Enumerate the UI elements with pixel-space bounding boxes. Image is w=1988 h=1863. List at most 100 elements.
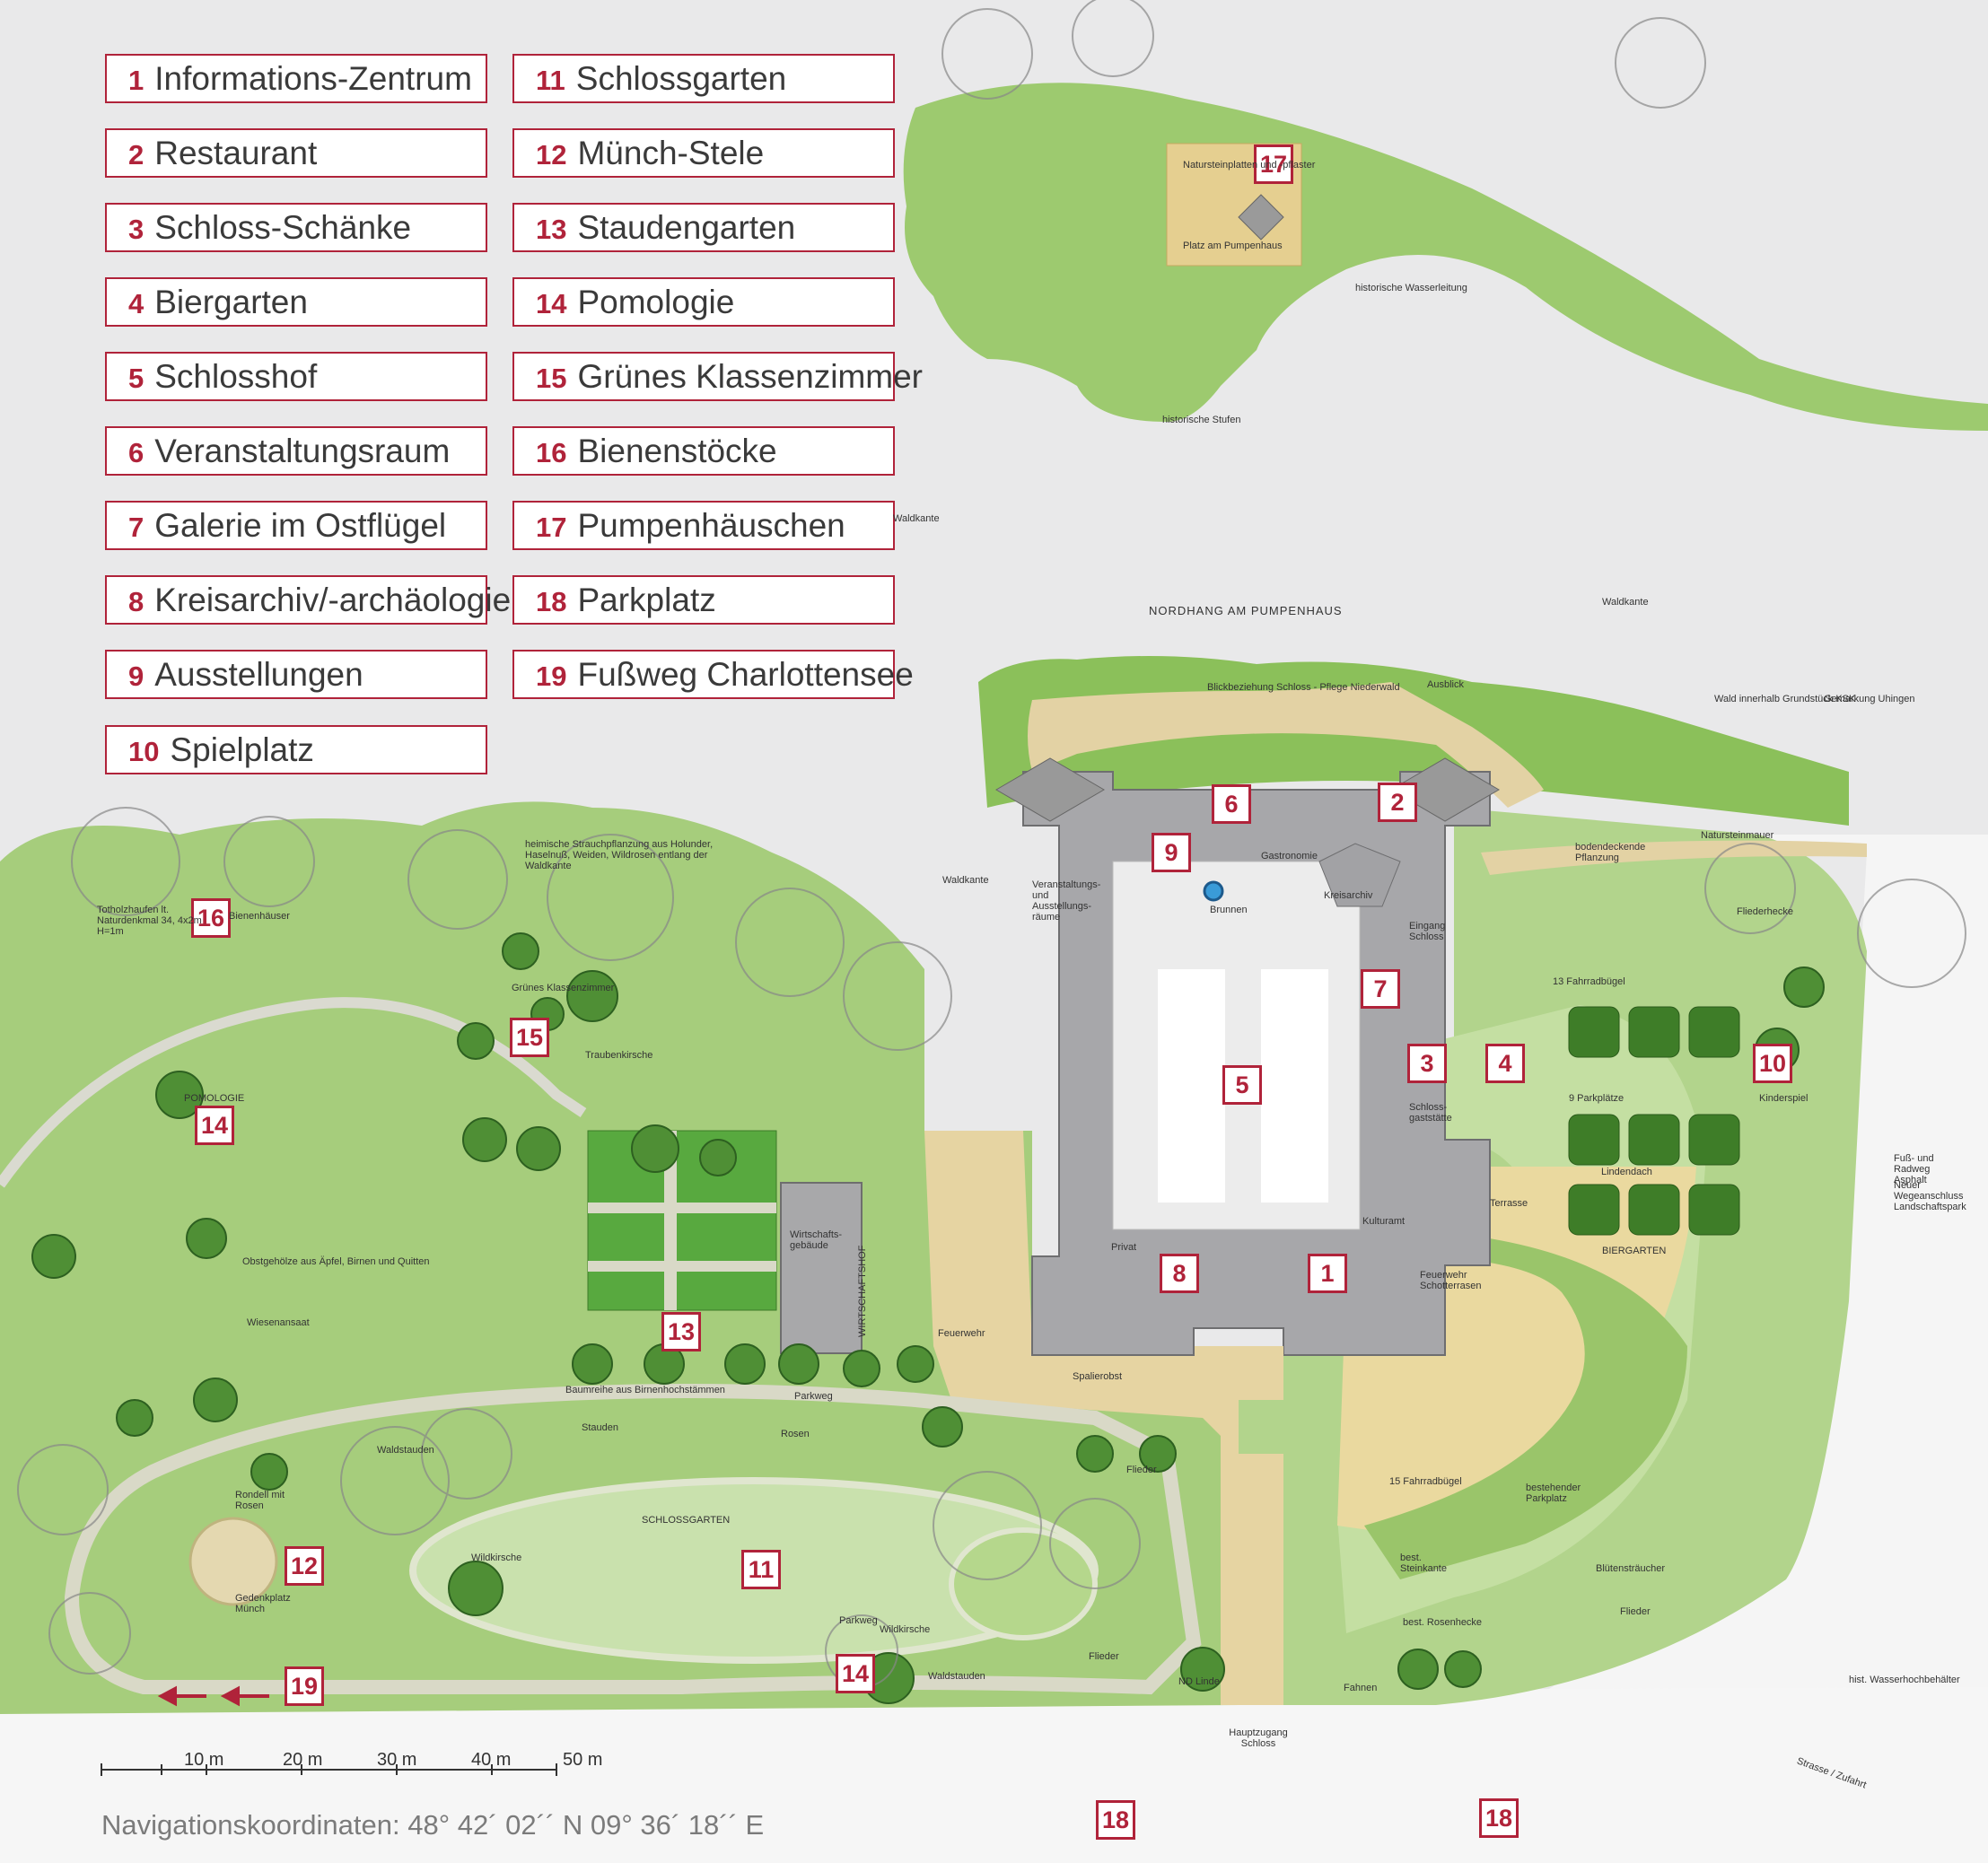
label-kinderspiel: Kinderspiel xyxy=(1759,1093,1808,1104)
marker-7[interactable]: 7 xyxy=(1361,969,1400,1009)
label-veranstaltungsraeume: Veranstaltungs- und Ausstellungs- räume xyxy=(1032,879,1101,923)
label-hauptzugang: Hauptzugang Schloss xyxy=(1229,1727,1288,1749)
parking-green-edge xyxy=(1364,1229,1687,1579)
marker-1[interactable]: 1 xyxy=(1308,1254,1347,1293)
label-parkplaetze: 9 Parkplätze xyxy=(1569,1093,1625,1104)
marker-12[interactable]: 12 xyxy=(285,1546,324,1586)
label-privat: Privat xyxy=(1111,1242,1137,1253)
marker-14[interactable]: 14 xyxy=(195,1106,234,1145)
marker-17[interactable]: 17 xyxy=(1254,144,1293,184)
label-obstgehoelze: Obstgehölze aus Äpfel, Birnen und Quitte… xyxy=(242,1256,430,1267)
label-wildkirsche-2: Wildkirsche xyxy=(880,1624,931,1635)
label-waldstauden-2: Waldstauden xyxy=(928,1671,985,1682)
label-schlossgaststaette: Schloss- gaststätte xyxy=(1409,1102,1452,1124)
label-pomologie: POMOLOGIE xyxy=(184,1093,245,1104)
label-waldkante-2: Waldkante xyxy=(1602,597,1649,608)
label-kulturamt: Kulturamt xyxy=(1362,1216,1406,1227)
navigation-coordinates: Navigationskoordinaten: 48° 42´ 02´´ N 0… xyxy=(101,1809,765,1841)
label-steinkante: best. Steinkante xyxy=(1400,1552,1447,1574)
label-nd-linde: ND Linde xyxy=(1178,1676,1220,1687)
marker-18-west[interactable]: 18 xyxy=(1096,1800,1135,1840)
pump-house-roof xyxy=(1238,194,1284,241)
scale-bar xyxy=(101,1763,557,1776)
kreisarchiv-tower xyxy=(1318,843,1401,907)
label-spalierobst: Spalierobst xyxy=(1073,1371,1123,1382)
label-fahnen: Fahnen xyxy=(1344,1683,1378,1693)
label-baumreihe: Baumreihe aus Birnenhochstämmen xyxy=(565,1385,725,1395)
marker-2[interactable]: 2 xyxy=(1378,783,1417,822)
scale-label-10: 10 m xyxy=(184,1750,224,1770)
label-feuerwehr-schotter: Feuerwehr Schotterrasen xyxy=(1420,1270,1482,1291)
label-eingang-schloss: Eingang Schloss xyxy=(1409,921,1446,942)
label-biergarten: BIERGARTEN xyxy=(1602,1246,1667,1256)
trees xyxy=(31,932,1825,1704)
marker-8[interactable]: 8 xyxy=(1160,1254,1199,1293)
staudengarten-beds xyxy=(587,1130,777,1311)
marker-16[interactable]: 16 xyxy=(191,898,231,938)
label-waldkante-3: Waldkante xyxy=(942,875,989,886)
courtyard-lawn-east xyxy=(1261,969,1328,1203)
marker-13[interactable]: 13 xyxy=(661,1312,701,1351)
label-wiesenansaat: Wiesenansaat xyxy=(247,1317,310,1328)
label-gedenkplatz: Gedenkplatz Münch xyxy=(235,1593,291,1614)
marker-3[interactable]: 3 xyxy=(1407,1044,1447,1083)
fussweg-arrows xyxy=(157,1685,269,1707)
marker-19[interactable]: 19 xyxy=(285,1666,324,1706)
marker-11[interactable]: 11 xyxy=(741,1550,781,1589)
marker-14-south[interactable]: 14 xyxy=(836,1654,875,1693)
label-historische-stufen: historische Stufen xyxy=(1162,415,1241,425)
marker-6[interactable]: 6 xyxy=(1212,784,1251,824)
scale-label-20: 20 m xyxy=(283,1750,323,1770)
label-parkweg-2: Parkweg xyxy=(839,1615,878,1626)
label-nordhang: NORDHANG AM PUMPENHAUS xyxy=(1149,604,1343,617)
label-historische-wasserleitung: historische Wasserleitung xyxy=(1355,283,1467,293)
label-totholzhaufen: Totholzhaufen lt. Naturdenkmal 34, 4x2m … xyxy=(97,905,202,937)
label-blickbeziehung: Blickbeziehung Schloss - Pflege Niederwa… xyxy=(1207,682,1400,693)
marker-18-east[interactable]: 18 xyxy=(1479,1798,1519,1838)
label-fahrradbuegel-13: 13 Fahrradbügel xyxy=(1553,976,1625,987)
marker-9[interactable]: 9 xyxy=(1152,833,1191,872)
label-parkweg-1: Parkweg xyxy=(794,1391,833,1402)
label-strauchpflanzung: heimische Strauchpflanzung aus Holunder,… xyxy=(525,839,714,871)
label-gemarkung: Gemarkung Uhingen xyxy=(1824,694,1915,704)
label-brunnen: Brunnen xyxy=(1210,905,1248,915)
label-gruenes-kz: Grünes Klassenzimmer xyxy=(512,983,615,993)
label-rosen: Rosen xyxy=(781,1429,810,1439)
garden-loop-path xyxy=(64,1384,1202,1695)
label-fuss-radweg: Fuß- und Radweg Asphalt xyxy=(1894,1153,1934,1185)
marker-5[interactable]: 5 xyxy=(1222,1065,1262,1105)
rondell xyxy=(188,1517,278,1606)
label-rondell: Rondell mit Rosen xyxy=(235,1490,285,1511)
label-ausblick: Ausblick xyxy=(1427,679,1464,690)
scale-label-50: 50 m xyxy=(563,1750,603,1770)
courtyard-lawn-west xyxy=(1158,969,1225,1203)
castle-tower-west xyxy=(995,757,1105,822)
biergarten-trees xyxy=(1568,1006,1740,1236)
label-flieder-3: Flieder xyxy=(1620,1606,1651,1617)
marker-10[interactable]: 10 xyxy=(1753,1044,1792,1083)
label-lindendach: Lindendach xyxy=(1601,1167,1652,1177)
wirtschaftshof-pavement xyxy=(924,1131,1283,1705)
marker-15[interactable]: 15 xyxy=(510,1018,549,1057)
label-bluetenstraeucher: Blütensträucher xyxy=(1596,1563,1666,1574)
label-wasserhochbehaelter: hist. Wasserhochbehälter xyxy=(1849,1675,1960,1685)
label-schlossgarten: SCHLOSSGARTEN xyxy=(642,1515,731,1526)
garden-grove xyxy=(949,1527,1098,1640)
label-wald-innerhalb: Wald innerhalb Grundstück KSK xyxy=(1714,694,1856,704)
marker-4[interactable]: 4 xyxy=(1485,1044,1525,1083)
label-flieder-2: Flieder xyxy=(1089,1651,1119,1662)
label-fliederhecke: Fliederhecke xyxy=(1737,906,1793,917)
label-wegeanschluss: Neuer Wegeanschluss Landschaftspark xyxy=(1894,1180,1966,1212)
scale-label-40: 40 m xyxy=(471,1750,512,1770)
north-terrace-path xyxy=(1028,682,1544,808)
